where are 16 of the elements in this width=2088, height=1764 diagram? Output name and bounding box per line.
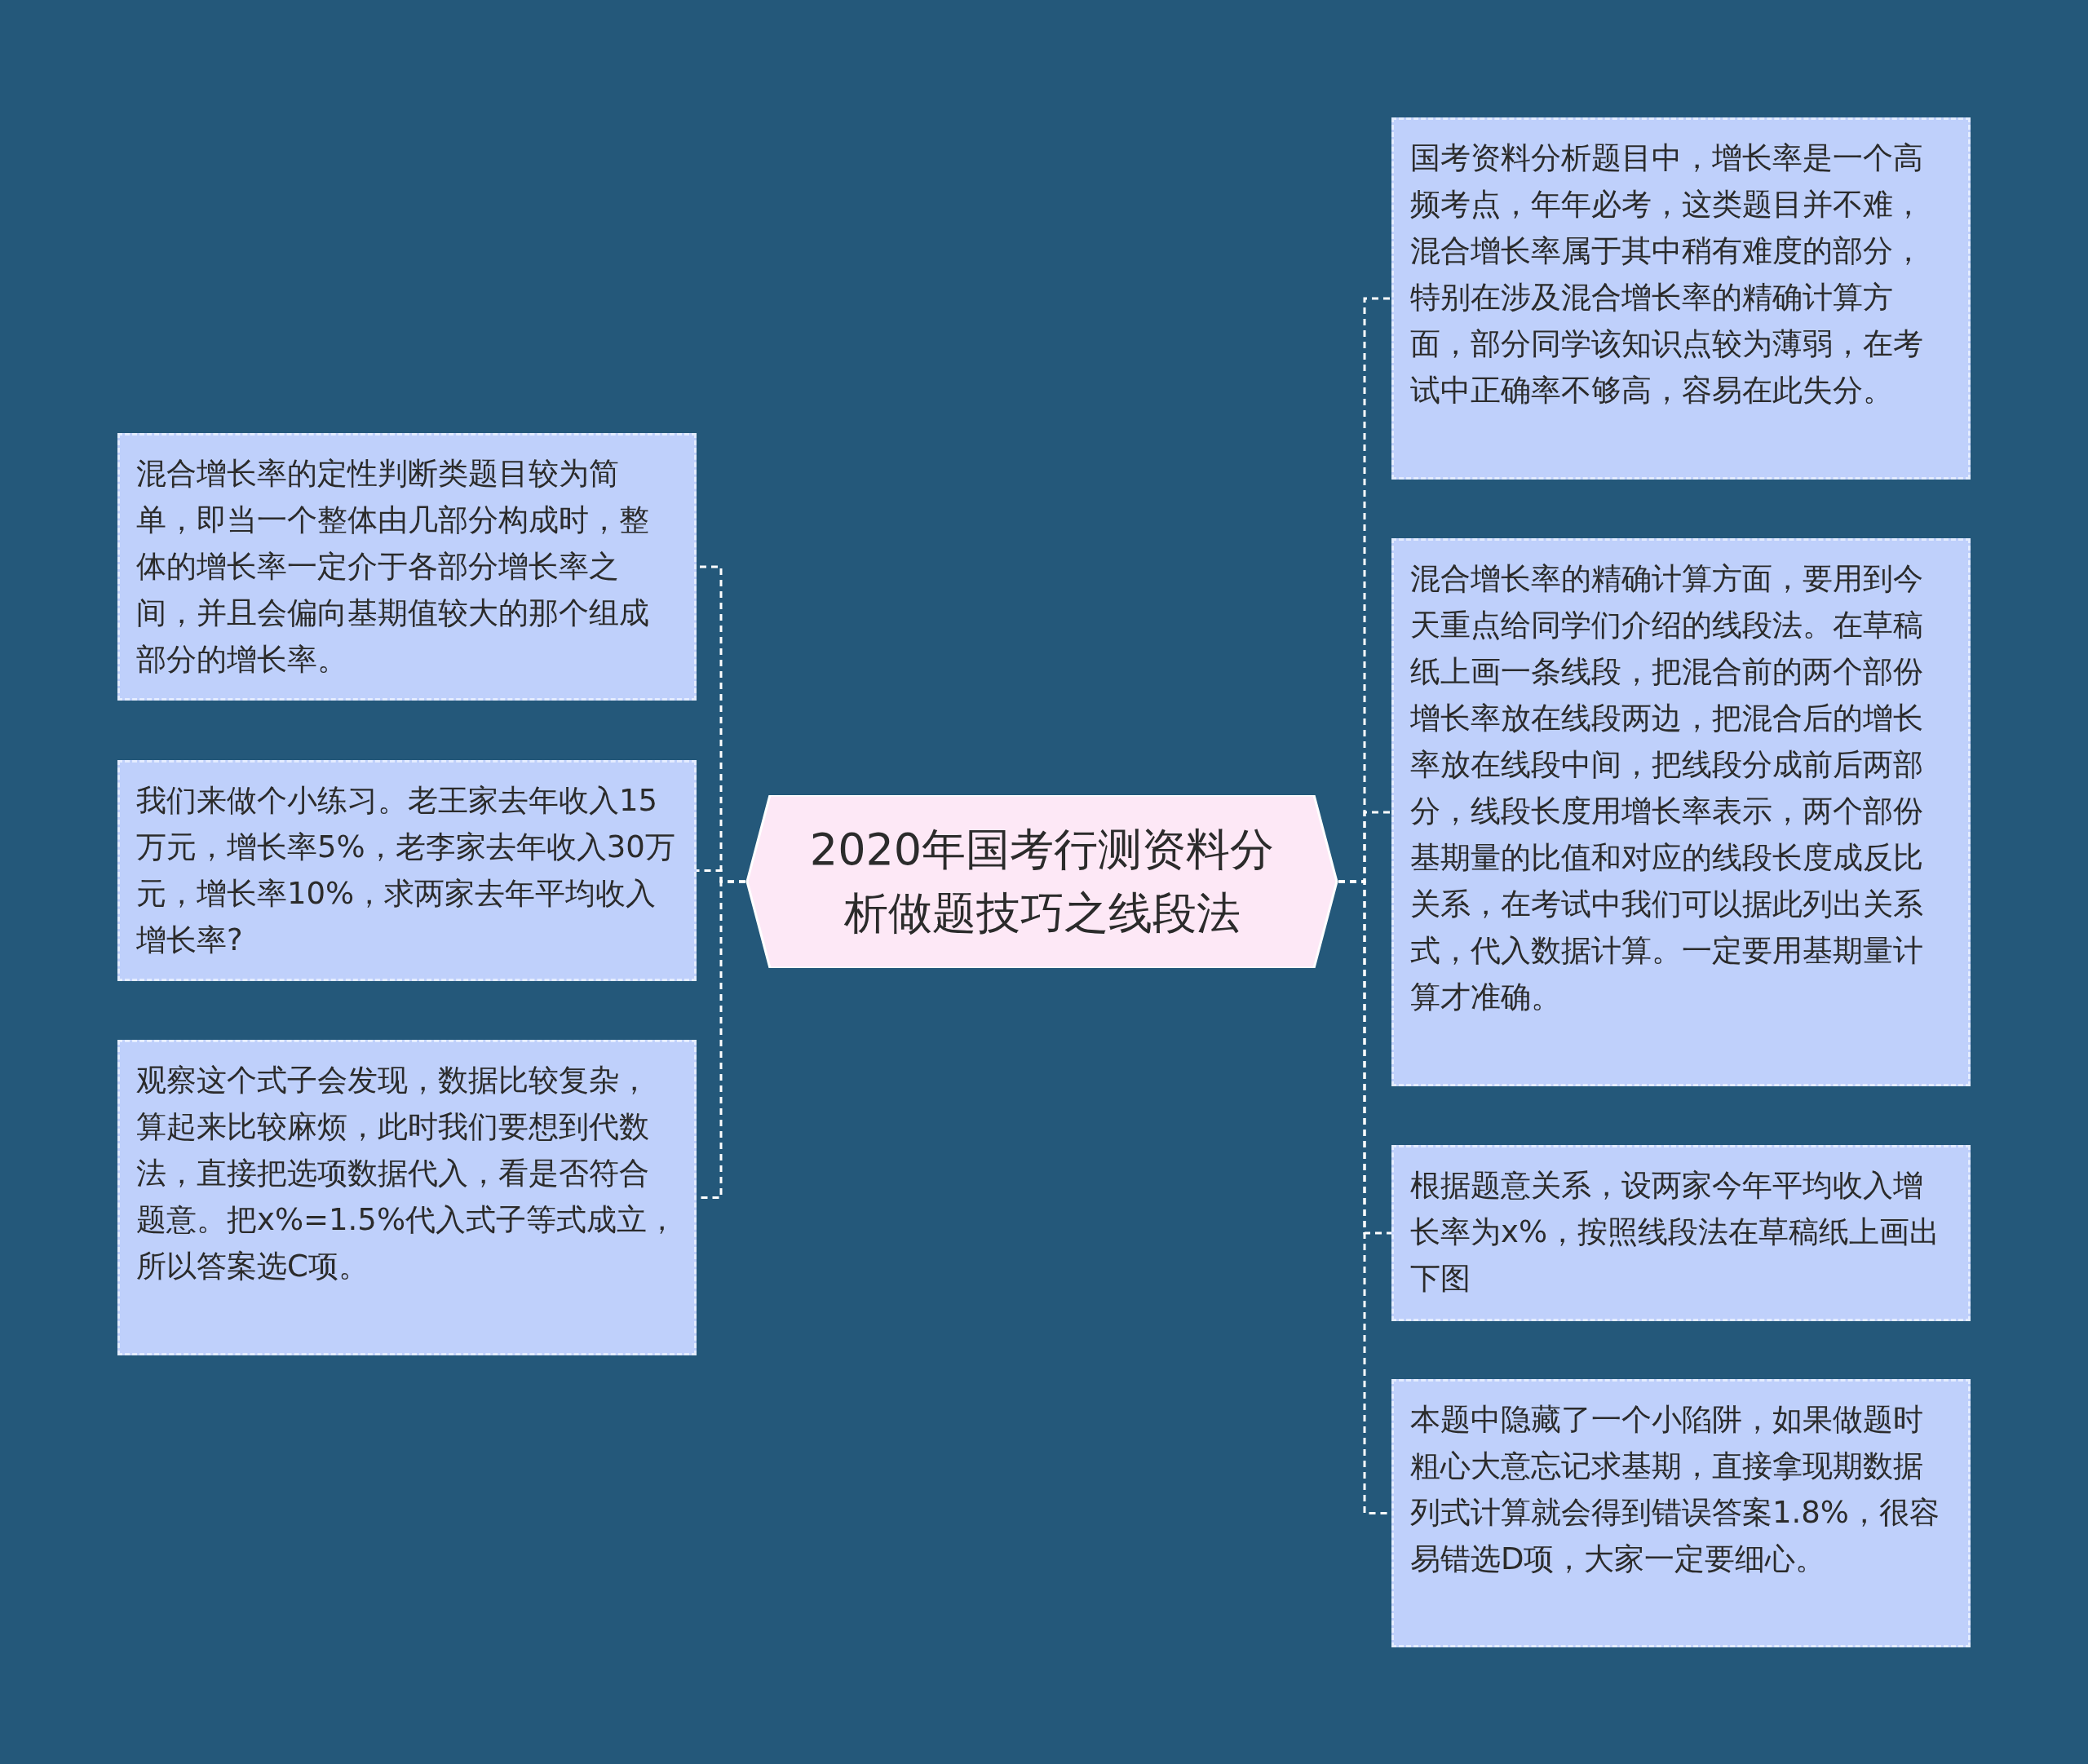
paragraph: 混合增长率的定性判断类题目较为简单，即当一个整体由几部分构成时，整体的增长率一定介于各部分增长率之间，并且会偏向基期值较大的那个组成部分的增长率。	[136, 455, 650, 679]
hexagon-node	[745, 795, 1338, 968]
text-box	[1391, 538, 1971, 1086]
paragraph: 观察这个式子会发现，数据比较复杂，算起来比较麻烦，此时我们要想到代数法，直接把选项数据代入，看是否符合题意。把x%=1.5%代入式子等式成立，所以答案选C项。	[136, 1062, 678, 1285]
topic-text: 2020年国考行测资料分析做题技巧之线段法	[808, 823, 1276, 940]
paragraph: 混合增长率的精确计算方面，要用到今天重点给同学们介绍的线段法。在草稿纸上画一条线段，把混合前的两个部份增长率放在线段两边，把混合后的增长率放在线段中间，把线段分成前后两部分，线段长度用增长率表示，两个部份基期量的比值和对应的线段长度成反比关系，在考试中我们可以据此列出关系式，代入数据计算。一定要用基期量计算才准确。	[1410, 560, 1924, 1016]
paragraph: 本题中隐藏了一个小陷阱，如果做题时粗心大意忘记求基期，直接拿现期数据列式计算就会得到错误答案1.8%，很容易错选D项，大家一定要细心。	[1410, 1401, 1940, 1578]
text-box	[117, 1040, 697, 1355]
paragraph: 国考资料分析题目中，增长率是一个高频考点，年年必考，这类题目并不难，混合增长率属于其中稍有难度的部分，特别在涉及混合增长率的精确计算方面，部分同学该知识点较为薄弱，在考试中正确率不够高，容易在此失分。	[1410, 139, 1924, 409]
paragraph: 我们来做个小练习。老王家去年收入15万元，增长率5%，老李家去年收入30万元，增长率10%，求两家去年平均收入增长率?	[136, 782, 676, 959]
text-box	[117, 760, 697, 981]
text-box	[1391, 1379, 1971, 1647]
paragraph: 根据题意关系，设两家今年平均收入增长率为x%，按照线段法在草稿纸上画出下图	[1410, 1167, 1941, 1298]
text-box	[1391, 1145, 1971, 1321]
text-box	[117, 433, 697, 701]
text-box	[1391, 117, 1971, 480]
